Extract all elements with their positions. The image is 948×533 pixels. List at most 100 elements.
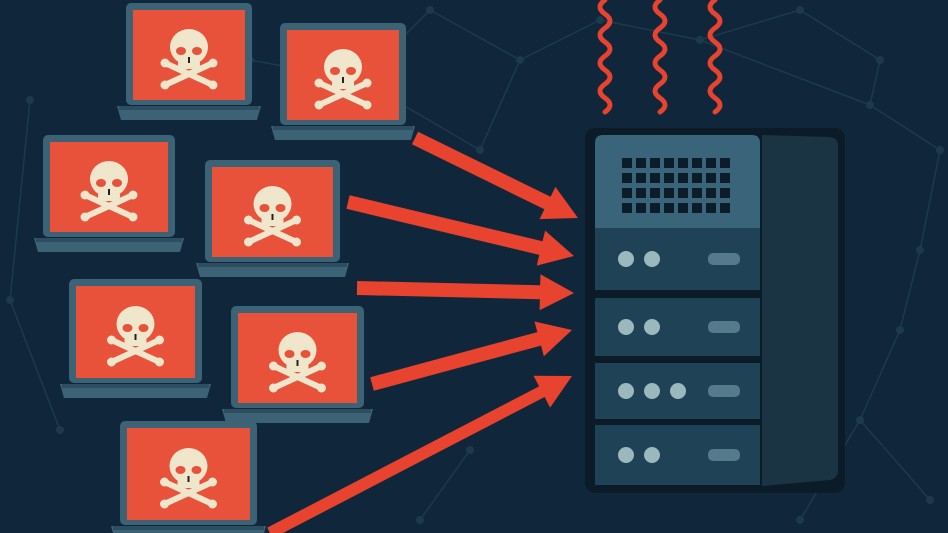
skull-nose — [342, 77, 344, 83]
vent-hole — [650, 158, 660, 168]
network-node — [896, 326, 904, 334]
status-light — [670, 383, 686, 399]
bone-end — [208, 80, 218, 90]
network-node — [696, 36, 704, 44]
vent-hole — [720, 188, 730, 198]
vent-hole — [664, 173, 674, 183]
vent-hole — [650, 173, 660, 183]
skull-nose — [188, 57, 190, 63]
skull-jaw — [286, 362, 309, 372]
vent-hole — [720, 173, 730, 183]
server-unit — [595, 298, 760, 356]
bone-end — [269, 361, 278, 371]
bone-end — [107, 357, 116, 367]
skull-eye — [284, 350, 295, 358]
skull-jaw — [124, 336, 147, 346]
network-link — [869, 104, 941, 151]
vent-hole — [678, 203, 688, 213]
skull-eye — [175, 466, 186, 474]
vent-hole — [622, 173, 632, 183]
skull-eye — [330, 67, 340, 75]
network-link — [429, 9, 521, 61]
network-link — [699, 9, 801, 41]
network-link — [519, 19, 601, 61]
bone-end — [155, 357, 164, 367]
network-node — [916, 246, 924, 254]
server-side — [762, 135, 838, 486]
network-node — [596, 16, 604, 24]
vent-hole — [692, 173, 702, 183]
bone-end — [107, 335, 116, 345]
skull-crossbones-icon — [107, 306, 164, 367]
bone — [162, 60, 216, 88]
skull-nose — [296, 360, 299, 366]
network-node — [866, 101, 874, 109]
bone — [270, 363, 325, 391]
skull — [169, 448, 208, 484]
vent-hole — [678, 158, 688, 168]
heat-wave — [597, 0, 613, 115]
server-unit — [595, 228, 760, 290]
network-node — [426, 6, 434, 14]
network-node — [466, 446, 474, 454]
network-node — [476, 146, 484, 154]
vent-hole — [622, 203, 632, 213]
bone-end — [244, 237, 253, 247]
vent-hole — [664, 188, 674, 198]
attack-arrow-icon — [411, 131, 578, 220]
bone-end — [362, 78, 372, 88]
skull-nose — [134, 334, 137, 340]
bone-end — [160, 499, 169, 509]
laptop-hinge — [273, 126, 413, 130]
bone-end — [244, 215, 253, 225]
bone-end — [208, 477, 217, 487]
skull-eye — [192, 47, 202, 55]
bone — [245, 217, 300, 245]
vent-hole — [622, 188, 632, 198]
network-node — [416, 516, 424, 524]
vent-hole — [650, 188, 660, 198]
skull-crossbones-icon — [314, 49, 372, 110]
skull-eye — [112, 179, 122, 187]
skull-eye — [275, 204, 286, 212]
bone-end — [292, 237, 301, 247]
network-node — [926, 496, 934, 504]
status-light — [644, 319, 660, 335]
server-unit — [595, 363, 760, 419]
vent-hole — [692, 203, 702, 213]
attack-arrows — [267, 131, 578, 533]
vent-hole — [692, 158, 702, 168]
network-link — [919, 149, 941, 251]
skull-nose — [271, 214, 274, 220]
server-rack-icon — [585, 128, 845, 493]
vent-hole — [650, 203, 660, 213]
drive-slot — [708, 321, 740, 333]
skull-jaw — [261, 216, 284, 226]
vent-hole — [664, 203, 674, 213]
vent-hole — [636, 173, 646, 183]
laptop-icon — [117, 3, 261, 120]
laptop-hinge — [198, 263, 347, 267]
status-light — [644, 447, 660, 463]
laptop-hinge — [224, 409, 371, 413]
skull-eye — [96, 179, 106, 187]
bone-end — [362, 100, 372, 110]
network-node — [6, 296, 14, 304]
status-light — [644, 383, 660, 399]
attack-arrow-icon — [356, 274, 574, 311]
network-link — [479, 59, 521, 151]
heat-wave — [707, 0, 723, 115]
status-light — [618, 319, 634, 335]
status-light — [618, 251, 634, 267]
vent-hole — [692, 188, 702, 198]
laptop-hinge — [62, 384, 209, 388]
bone — [82, 192, 136, 220]
laptop-icon — [222, 306, 373, 423]
attack-arrow-icon — [267, 375, 572, 533]
network-node — [516, 56, 524, 64]
heat-waves-icon — [597, 0, 723, 115]
drive-slot — [708, 449, 740, 461]
bone-end — [80, 190, 90, 200]
drive-slot — [708, 253, 740, 265]
vent-hole — [636, 203, 646, 213]
